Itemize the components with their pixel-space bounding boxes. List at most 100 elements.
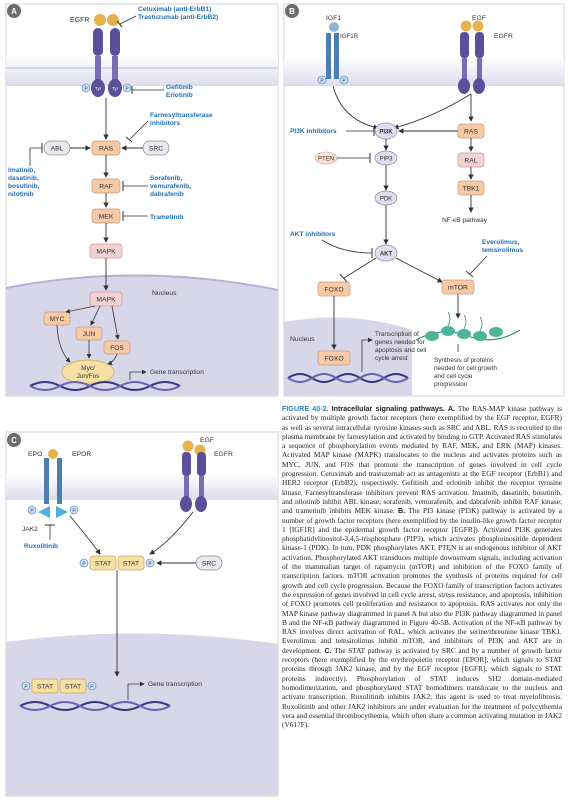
cell-membrane xyxy=(6,56,278,86)
egf-label-b: EGF xyxy=(472,15,486,22)
ras-label: RAS xyxy=(99,146,113,153)
egfr-b-kinase-right xyxy=(473,78,485,94)
caption-c-label: C. xyxy=(324,645,332,655)
nucleus-label-b: Nucleus xyxy=(290,336,315,343)
foxo-text-1: Transcription of xyxy=(375,331,419,338)
complex-label-2: Jun/Fos xyxy=(77,373,100,380)
nuclear-stat-p-text-right: P xyxy=(90,685,94,691)
egf-label-c: EGF xyxy=(200,437,214,444)
drug-dabrafenib: dabrafenib xyxy=(150,191,184,198)
foxo-text-2: genes needed for xyxy=(375,339,426,346)
nuclear-stat-p-right xyxy=(87,681,97,691)
foxo-text-4: cycle arrest xyxy=(375,355,408,362)
jak2-left xyxy=(38,506,50,518)
akt-inhibitors-label: AKT inhibitors xyxy=(290,231,336,238)
mek-label: MEK xyxy=(99,214,114,221)
egfr-label-c: EGFR xyxy=(214,451,233,458)
mapk-nuclear-label: MAPK xyxy=(96,297,116,304)
egfr-c-right xyxy=(197,452,206,476)
synthesis-text-1: Synthesis of proteins xyxy=(434,357,493,364)
igf1r-label: IGF1R xyxy=(340,33,359,40)
src-c-label: SRC xyxy=(202,561,216,568)
dna-c xyxy=(19,701,171,711)
figure-caption: FIGURE 40-2. Intracellular signaling pat… xyxy=(282,404,562,729)
epor-label: EPOR xyxy=(72,451,91,458)
egf-ligand-b2 xyxy=(472,20,484,32)
panel-b: B IGF1 IGF1R P P EGF EGFR PI3K inhibitor… xyxy=(283,3,565,397)
pi3k-label: PI3K xyxy=(379,130,393,136)
ras-b-label: RAS xyxy=(464,129,478,136)
egfr-right-subunit xyxy=(110,28,120,56)
nucleus-a xyxy=(6,275,278,396)
complex-label-1: Myc/ xyxy=(81,365,95,372)
epor-right xyxy=(57,458,62,504)
nfkb-label: NF-κB pathway xyxy=(442,217,488,224)
drug-nilotinib: nilotinib xyxy=(8,191,34,198)
panel-a-badge xyxy=(7,4,21,18)
drug-trastuzumab: Trastuzumab (anti-ErbB2) xyxy=(138,14,218,21)
igf1r-left xyxy=(326,33,331,79)
stat-p-text-left: P xyxy=(82,562,86,568)
egfr-b-left-tm xyxy=(462,58,467,84)
nuclear-envelope-a xyxy=(5,274,279,291)
nucleus-c xyxy=(6,633,278,796)
panel-c-label: C xyxy=(11,436,17,445)
tyr-left: Tyr xyxy=(95,86,102,91)
panel-a: A EGFR P P Tyr Tyr Cetuximab (anti-ErbB1… xyxy=(5,3,279,397)
caption-a-text: The RAS-MAP kinase pathway is activated … xyxy=(282,404,562,516)
farnesyl-label-1: Farnesyltransferase xyxy=(150,112,213,119)
egfr-kinase-right xyxy=(108,79,122,97)
stat-label-1: STAT xyxy=(95,561,111,568)
egfr-c-right-tm xyxy=(199,476,204,500)
jak-p-text-left: P xyxy=(30,509,34,515)
pten-label: PTEN xyxy=(318,157,334,163)
foxo-nuclear-label: FOXO xyxy=(324,356,343,363)
inhibit-bar-cetuximab xyxy=(116,20,123,28)
panel-b-badge xyxy=(285,4,299,18)
phospho-p-right xyxy=(122,83,132,93)
igf1-label: IGF1 xyxy=(326,15,341,22)
arrow-gene-transcription-a xyxy=(129,369,147,380)
synthesis-text-3: and cell cycle xyxy=(434,373,473,380)
inhibit-bar-farnesyl xyxy=(125,136,133,143)
egfr-b-kinase-left xyxy=(458,78,470,94)
egfr-c-left xyxy=(182,452,191,476)
gene-transcription-label-c: Gene transcription xyxy=(148,681,202,688)
stat-node-2 xyxy=(117,555,145,571)
stat-label-2: STAT xyxy=(123,561,139,568)
drug-erlotinib: Erlotinib xyxy=(166,92,193,99)
caption-figure-number: FIGURE 40-2. xyxy=(282,404,329,413)
synthesis-text-2: needed for cell growth xyxy=(434,365,497,372)
egfr-b-right xyxy=(475,32,484,58)
inhibit-bar-mtor xyxy=(465,270,474,278)
farnesyl-label-2: inhibitors xyxy=(150,120,180,127)
egfr-kinase-left xyxy=(91,79,105,97)
igf1r-p-text-left: P xyxy=(320,79,324,85)
epo-ligand xyxy=(48,449,58,459)
drug-imatinib: Imatinib, xyxy=(8,167,35,174)
arrow-fos-complex xyxy=(107,353,118,366)
phospho-p-text-2: P xyxy=(125,87,129,93)
foxo-label: FOXO xyxy=(324,287,343,294)
egf-ligand-c1 xyxy=(182,440,194,452)
cell-membrane-c xyxy=(6,474,278,500)
foxo-text-3: apoptosis and cell xyxy=(375,347,426,354)
inhibit-line-cetuximab xyxy=(119,15,137,25)
panel-c-badge xyxy=(7,433,21,447)
egfr-c-left-tm xyxy=(184,476,189,500)
drug-gefitinib: Gefitinib xyxy=(166,84,193,91)
caption-c-text: The STAT pathway is activated by SRC and… xyxy=(282,645,562,730)
inhibit-line-akt xyxy=(321,239,373,254)
src-label: SRC xyxy=(149,146,163,153)
drug-everolimus: Everolimus, xyxy=(482,239,520,246)
pi3k-inhibitors-label: PI3K inhibitors xyxy=(290,128,337,135)
arrow-mapk-jun xyxy=(90,305,101,326)
stat-node-1 xyxy=(89,555,117,571)
drug-sorafenib: Sorafenib, xyxy=(150,175,182,182)
jak2-label: JAK2 xyxy=(22,526,38,533)
inhibit-line-akt-foxo xyxy=(343,257,377,279)
drug-cetuximab: Cetuximab (anti-ErbB1) xyxy=(138,6,211,13)
egfr-b-left xyxy=(460,32,469,58)
jak2-right xyxy=(56,506,68,518)
egfr-left-subunit xyxy=(93,28,103,56)
